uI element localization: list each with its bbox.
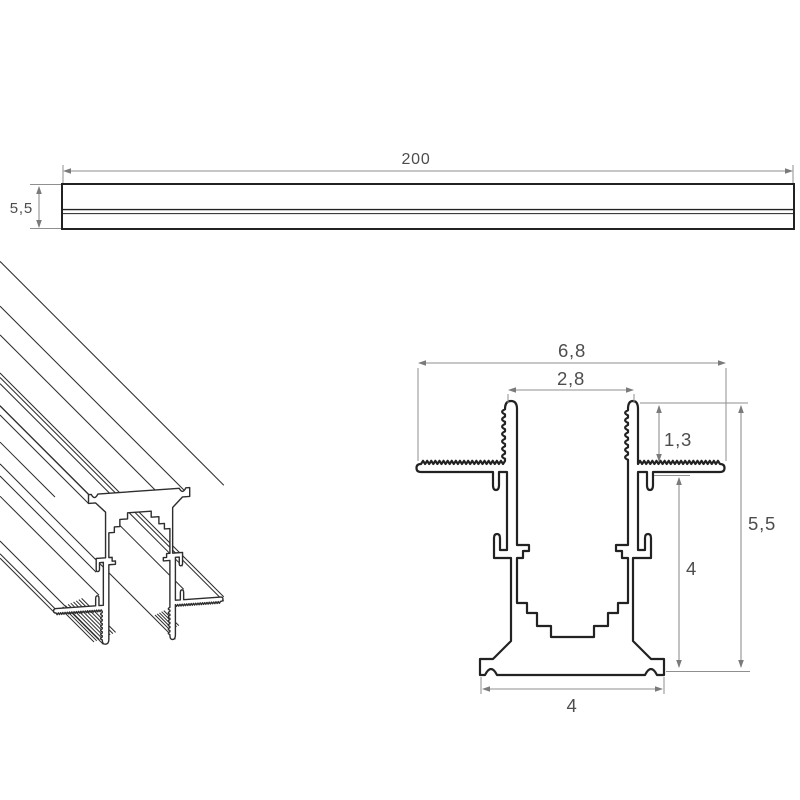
section-overall-width-label: 6,8 [558, 340, 586, 361]
dimension-lines [30, 165, 794, 694]
section-lip-height-label: 1,3 [664, 429, 692, 450]
top-view-length-label: 200 [401, 151, 430, 168]
top-view-height-label: 5,5 [10, 200, 33, 217]
section-inner-width-label: 2,8 [557, 368, 585, 389]
profile-outline [415, 399, 726, 677]
dimension-labels: 200 5,5 6,8 2,8 1,3 5,5 4 4 [10, 151, 776, 716]
section-overall-height-label: 5,5 [748, 513, 776, 534]
cross-section-view [415, 399, 726, 677]
section-base-width-label: 4 [566, 695, 577, 716]
section-body-height-label: 4 [686, 558, 697, 579]
isometric-view [0, 261, 225, 648]
iso-front-face [54, 485, 223, 648]
top-view [61, 183, 795, 230]
